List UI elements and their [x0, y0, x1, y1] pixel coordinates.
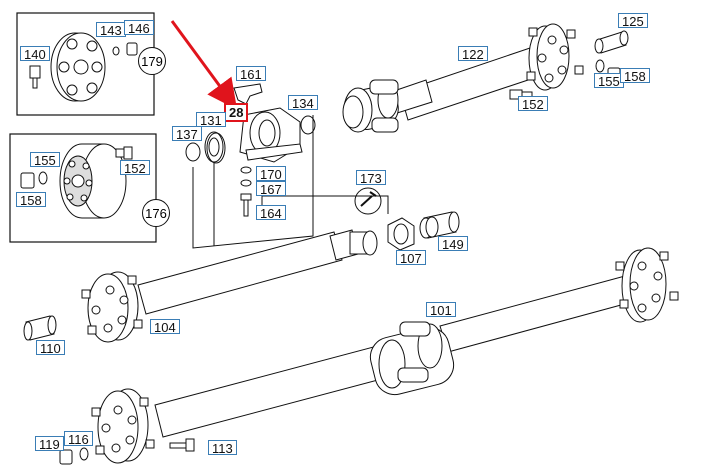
center-support-28 [239, 107, 303, 163]
callout-122[interactable]: 122 [458, 46, 488, 62]
callout-164[interactable]: 164 [256, 205, 286, 221]
callout-146[interactable]: 146 [124, 20, 154, 36]
washer-134 [300, 115, 316, 135]
callout-152-right[interactable]: 152 [518, 96, 548, 112]
callout-101[interactable]: 101 [426, 302, 456, 318]
callout-104[interactable]: 104 [150, 319, 180, 335]
ref-circle-176[interactable]: 176 [142, 199, 170, 227]
bolt-152-left [115, 146, 133, 160]
bush-125 [594, 30, 629, 54]
callout-107[interactable]: 107 [396, 250, 426, 266]
callout-158-left[interactable]: 158 [16, 192, 46, 208]
callout-158-right[interactable]: 158 [620, 68, 650, 84]
callout-170[interactable]: 170 [256, 166, 286, 182]
callout-131[interactable]: 131 [196, 112, 226, 128]
nut-158-left [20, 171, 48, 189]
callout-149[interactable]: 149 [438, 236, 468, 252]
main-shaft-101 [91, 247, 679, 464]
wrench-symbol-173 [354, 187, 382, 215]
callout-116[interactable]: 116 [64, 431, 93, 447]
bearing-131 [185, 131, 226, 164]
callout-28[interactable]: 28 [224, 103, 249, 122]
flex-disc-140 [50, 32, 106, 102]
nut-119 [59, 447, 89, 465]
callout-113[interactable]: 113 [208, 440, 237, 456]
flex-disc-rear [526, 23, 584, 91]
bolt-140 [29, 65, 41, 89]
callout-155-right[interactable]: 155 [594, 73, 624, 89]
callout-125[interactable]: 125 [618, 13, 648, 29]
bolt-113 [169, 438, 195, 452]
disc-176 [59, 143, 127, 219]
inset-box-bottom [9, 133, 157, 243]
callout-110[interactable]: 110 [36, 340, 65, 356]
bush-110 [23, 315, 57, 341]
bolt-152-right [509, 89, 533, 100]
bracket-161 [233, 83, 263, 105]
callout-134[interactable]: 134 [288, 95, 318, 111]
callout-119[interactable]: 119 [35, 436, 64, 452]
callout-140[interactable]: 140 [20, 46, 50, 62]
sleeve-149 [419, 211, 460, 239]
callout-143[interactable]: 143 [96, 22, 126, 38]
hardware-stack [240, 166, 252, 217]
nut-107 [387, 217, 415, 251]
callout-137[interactable]: 137 [172, 126, 202, 142]
callout-167[interactable]: 167 [256, 181, 286, 197]
ref-circle-179[interactable]: 179 [138, 47, 166, 75]
washer-143 [112, 42, 138, 56]
highlight-arrow [170, 20, 238, 110]
callout-155-left[interactable]: 155 [30, 152, 60, 168]
front-shaft-104 [81, 229, 378, 343]
rear-shaft-122 [342, 47, 541, 133]
callout-152-left[interactable]: 152 [120, 160, 150, 176]
callout-173[interactable]: 173 [356, 170, 386, 186]
callout-161[interactable]: 161 [236, 66, 266, 82]
